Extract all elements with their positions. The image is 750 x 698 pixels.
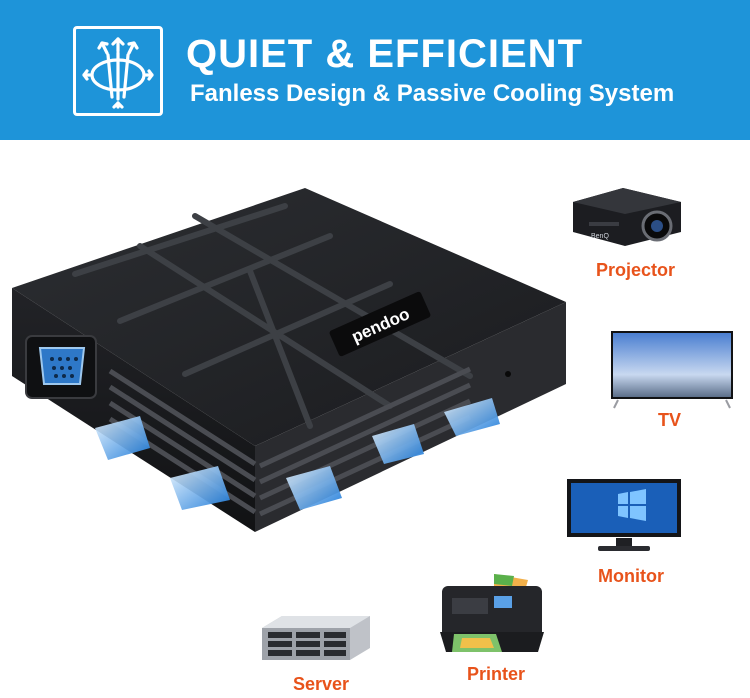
server-device: [260, 612, 372, 666]
printer-device: [436, 572, 546, 656]
label-server: Server: [293, 674, 350, 694]
tv-icon: [611, 331, 733, 409]
tv-device: [610, 330, 734, 410]
monitor-icon: [567, 479, 681, 551]
fan-cooling-icon: [73, 26, 163, 116]
projector-brand: BenQ: [591, 233, 609, 240]
server-icon: [262, 616, 370, 660]
vga-port-icon: [25, 335, 97, 399]
monitor-device: [566, 478, 682, 554]
label-projector: Projector: [596, 260, 676, 280]
tv-box-illustration: pendoo: [0, 176, 580, 536]
label-printer: Printer: [467, 664, 526, 684]
label-tv: TV: [658, 410, 682, 430]
headline: QUIET & EFFICIENT: [186, 32, 583, 76]
projector-device: BenQ: [565, 180, 685, 250]
subheadline: Fanless Design & Passive Cooling System: [190, 80, 675, 107]
printer-icon: [440, 574, 544, 652]
label-monitor: Monitor: [598, 566, 664, 586]
header-banner: QUIET & EFFICIENT Fanless Design & Passi…: [0, 0, 750, 140]
projector-icon: BenQ: [573, 188, 681, 246]
